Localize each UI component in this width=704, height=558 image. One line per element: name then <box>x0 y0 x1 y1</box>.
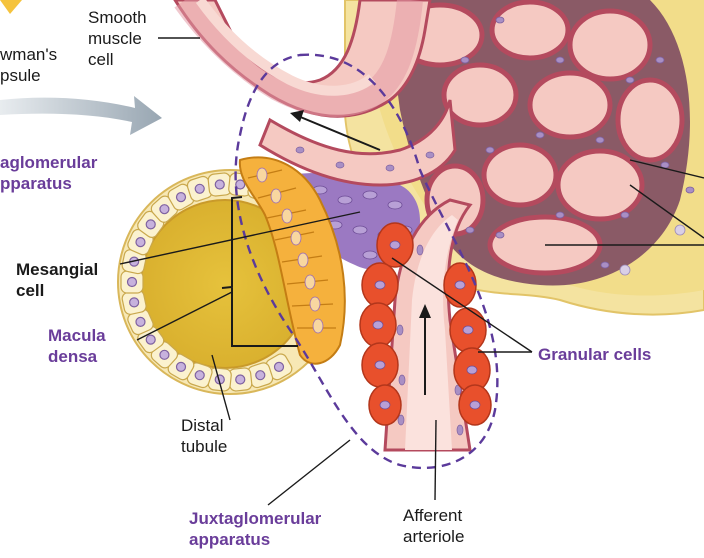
capillary-loop <box>258 99 457 187</box>
tubule-cell-nucleus <box>135 316 146 327</box>
tubule-cell-nucleus <box>255 370 266 381</box>
gray-direction-arrow <box>0 96 162 135</box>
tubule-cell-nucleus <box>135 237 146 248</box>
tubule-cell-nucleus <box>194 183 205 194</box>
tubule-cell-nucleus <box>175 361 187 372</box>
tubule-cell-nucleus <box>145 219 156 230</box>
macula-densa-bracket <box>221 196 298 347</box>
tubule-cell-nucleus <box>273 361 285 372</box>
macula-densa <box>238 156 346 365</box>
afferent-arteriole-label: Afferent arteriole <box>403 506 465 546</box>
tubule-cell-nucleus <box>235 374 246 385</box>
tubule-cell-nucleus <box>214 179 225 190</box>
mesangial-cell-label: Mesangial cell <box>16 260 99 300</box>
tubule-cell-nucleus <box>235 179 246 190</box>
tubule-cell-nucleus <box>126 276 138 288</box>
distal-tubule-label: Distal tubule <box>181 416 228 456</box>
distal-tubule <box>117 169 343 395</box>
juxtaglomerular-apparatus-top-label: aglomerular pparatus <box>0 153 98 193</box>
bowmans-capsule-label: wman's psule <box>0 45 58 85</box>
macula-densa-label: Macula densa <box>48 326 106 366</box>
flow-arrow-afferent <box>419 304 431 395</box>
juxtaglomerular-outline <box>234 53 499 470</box>
juxtaglomerular-apparatus-bottom-label: Juxtaglomerular apparatus <box>189 509 322 549</box>
smooth-muscle-cell-label: Smooth muscle cell <box>88 8 147 69</box>
leader-lines <box>119 37 704 506</box>
efferent-arteriole <box>173 0 432 118</box>
granular-nuclei <box>372 240 481 410</box>
tubule-cell-nucleus <box>129 297 140 308</box>
yellow-corner-shape <box>0 0 22 14</box>
tubule-cell-nucleus <box>194 370 205 381</box>
tubule-cell-nucleus <box>175 192 187 203</box>
flow-arrow-efferent <box>290 110 381 151</box>
granular-cells-label: Granular cells <box>538 345 652 364</box>
tubule-cell-nucleus <box>159 349 170 360</box>
tubule-cell-nucleus <box>145 334 156 345</box>
tubule-cell-nucleus <box>159 204 170 215</box>
